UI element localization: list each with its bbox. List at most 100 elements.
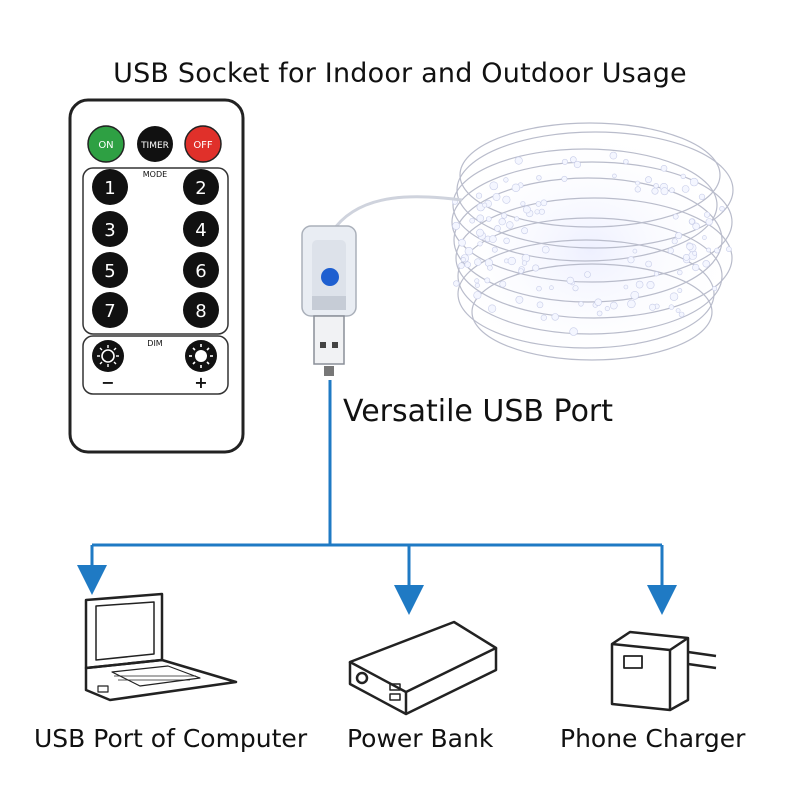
led-dot bbox=[503, 177, 509, 183]
led-dot bbox=[584, 271, 591, 278]
led-dot bbox=[484, 277, 491, 284]
led-dot bbox=[678, 311, 685, 318]
led-dot bbox=[501, 212, 508, 219]
led-dot bbox=[692, 222, 700, 231]
mode-button-6: 6 bbox=[183, 252, 219, 288]
led-dot bbox=[669, 187, 675, 193]
computer-label: USB Port of Computer bbox=[34, 724, 308, 753]
led-dot bbox=[489, 181, 499, 191]
led-dot bbox=[523, 205, 531, 214]
svg-text:6: 6 bbox=[195, 261, 206, 282]
led-dot bbox=[458, 238, 466, 247]
led-dot bbox=[630, 290, 640, 300]
led-dot bbox=[503, 237, 510, 245]
led-dot bbox=[596, 310, 603, 317]
led-dot bbox=[609, 151, 618, 160]
led-dot bbox=[594, 298, 602, 306]
led-dot bbox=[672, 213, 679, 220]
mode-button-3: 3 bbox=[92, 211, 128, 247]
usb-port-label: Versatile USB Port bbox=[343, 394, 614, 429]
led-dot bbox=[491, 246, 498, 253]
power-bank-icon bbox=[348, 620, 498, 716]
led-dot bbox=[474, 258, 482, 266]
led-dot bbox=[706, 247, 711, 253]
timer-button bbox=[137, 126, 173, 162]
svg-text:2: 2 bbox=[195, 178, 206, 199]
dim-up-sun-icon bbox=[185, 340, 217, 372]
led-dot bbox=[653, 271, 659, 277]
led-dot bbox=[702, 235, 707, 240]
led-dot bbox=[520, 201, 526, 207]
led-dot bbox=[551, 313, 559, 321]
led-dot bbox=[612, 173, 617, 179]
led-dot bbox=[646, 280, 655, 289]
on-label: ON bbox=[98, 140, 113, 151]
led-dot bbox=[671, 238, 678, 245]
mode-button-1: 1 bbox=[92, 169, 128, 205]
led-dot bbox=[698, 193, 706, 200]
led-dot bbox=[464, 261, 471, 268]
led-dot bbox=[474, 278, 480, 284]
laptop-icon bbox=[84, 592, 238, 702]
led-dot bbox=[536, 285, 542, 292]
led-dot bbox=[703, 211, 710, 218]
led-dot bbox=[521, 227, 528, 235]
mode-button-5: 5 bbox=[92, 252, 128, 288]
led-dot bbox=[660, 187, 669, 196]
led-dot bbox=[540, 314, 547, 321]
led-dot bbox=[494, 225, 501, 232]
led-dot bbox=[469, 217, 476, 224]
led-dot bbox=[677, 269, 683, 276]
svg-text:4: 4 bbox=[195, 220, 206, 241]
led-dot bbox=[452, 221, 461, 230]
led-dot bbox=[514, 216, 520, 222]
usb-plug bbox=[313, 315, 345, 365]
led-dot bbox=[502, 195, 511, 204]
connector-lines bbox=[77, 380, 677, 615]
led-dot bbox=[675, 232, 683, 240]
led-dot bbox=[572, 285, 579, 292]
led-dot bbox=[648, 303, 656, 311]
led-dot bbox=[669, 292, 679, 301]
led-dot bbox=[477, 241, 483, 247]
phone-charger-icon bbox=[610, 630, 717, 712]
led-dot bbox=[521, 260, 528, 266]
led-dot bbox=[499, 280, 507, 288]
led-dot bbox=[604, 306, 610, 312]
plus-label: + bbox=[194, 373, 207, 392]
svg-text:5: 5 bbox=[104, 261, 115, 282]
led-dot bbox=[645, 176, 652, 184]
led-dot bbox=[515, 295, 524, 304]
led-dot bbox=[692, 263, 700, 272]
led-dot bbox=[660, 165, 668, 172]
led-dot bbox=[609, 301, 618, 310]
led-dot bbox=[532, 264, 540, 272]
led-dot bbox=[535, 201, 542, 207]
svg-text:3: 3 bbox=[104, 220, 115, 241]
led-dot bbox=[712, 286, 718, 292]
led-dot bbox=[632, 248, 638, 254]
led-dot bbox=[473, 291, 482, 300]
led-dot bbox=[651, 187, 659, 195]
led-blue-button bbox=[321, 268, 339, 286]
led-dot bbox=[635, 180, 640, 186]
led-dot bbox=[476, 228, 484, 237]
led-dot bbox=[705, 218, 713, 226]
led-dot bbox=[475, 192, 483, 199]
svg-text:8: 8 bbox=[195, 301, 206, 322]
led-dot bbox=[627, 299, 636, 309]
led-dot bbox=[692, 250, 698, 256]
led-dot bbox=[514, 156, 523, 165]
led-dot bbox=[536, 301, 544, 309]
page-title: USB Socket for Indoor and Outdoor Usage bbox=[113, 58, 687, 89]
minus-label: − bbox=[101, 373, 114, 392]
off-label: OFF bbox=[193, 140, 213, 151]
power-bank-label: Power Bank bbox=[347, 724, 494, 753]
led-dot bbox=[487, 264, 493, 271]
led-dot bbox=[485, 216, 492, 222]
led-dot bbox=[623, 159, 629, 165]
led-dot bbox=[561, 158, 568, 165]
led-dot bbox=[458, 262, 465, 269]
led-dot bbox=[635, 280, 644, 289]
